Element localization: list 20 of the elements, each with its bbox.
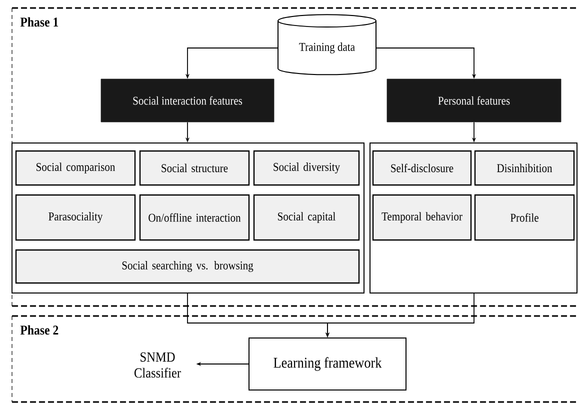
feature-box: Social structure: [139, 150, 250, 186]
phase-heading: Phase 1: [20, 17, 58, 27]
feature-box: Profile: [474, 194, 575, 241]
group-box: [12, 142, 364, 294]
feature-header: Social interaction features: [100, 78, 274, 122]
feature-box: Social diversity: [253, 150, 360, 186]
feature-box: Social searching vs. browsing: [15, 249, 360, 284]
feature-box: On/offline interaction: [139, 194, 250, 241]
feature-box: Parasociality: [15, 194, 136, 241]
feature-box: Social capital: [253, 194, 360, 241]
feature-box: Self-disclosure: [372, 150, 472, 186]
feature-header: Personal features: [386, 78, 562, 122]
process-box: Learning framework: [248, 338, 406, 390]
group-box: [370, 142, 578, 294]
database-cylinder: Training data: [278, 14, 376, 76]
feature-box: Disinhibition: [474, 150, 575, 186]
feature-box: Temporal behavior: [372, 194, 472, 241]
phase-heading: Phase 2: [20, 325, 58, 335]
output-label: SNMD Classifier: [134, 352, 181, 378]
feature-box: Social comparison: [15, 150, 136, 186]
